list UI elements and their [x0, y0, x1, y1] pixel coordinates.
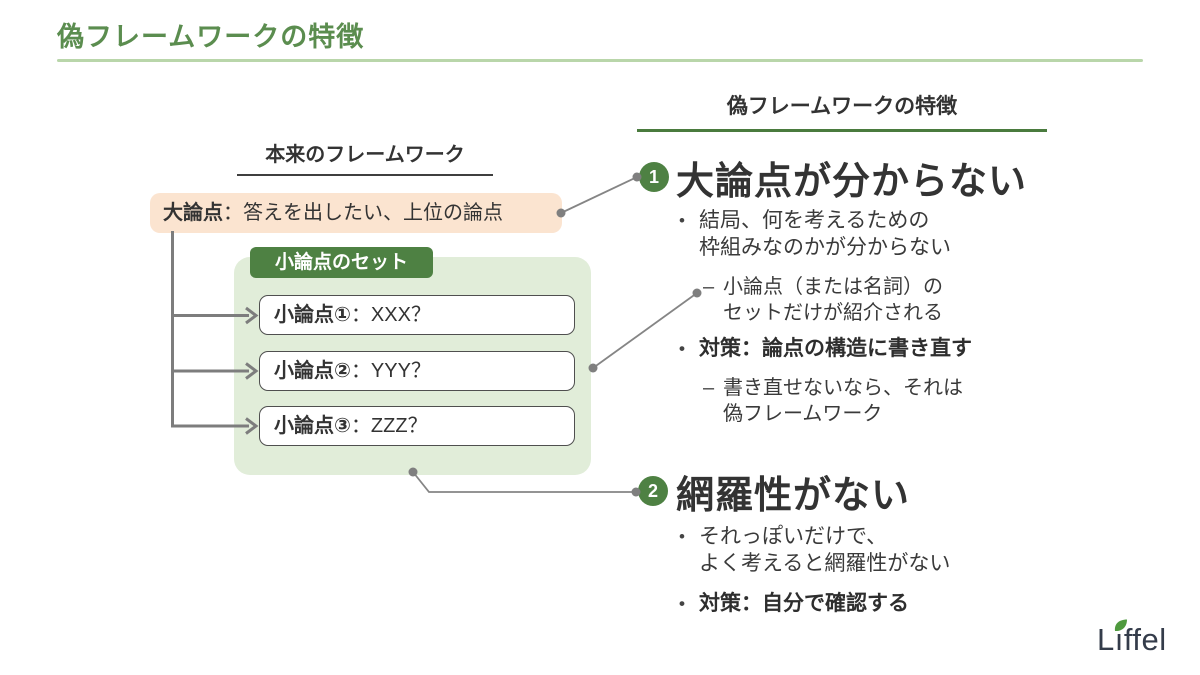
sub-issue-1-term: 小論点① — [274, 304, 351, 326]
bullet-line: 対策：論点の構造に書き直す — [699, 337, 972, 360]
dot-bullet-icon: • — [679, 339, 685, 358]
right-panel-heading: 偽フレームワークの特徴 — [637, 90, 1047, 132]
bullet-line: 書き直せないなら、それは — [723, 377, 963, 399]
dot-bullet-icon: • — [679, 594, 685, 613]
sub-issue-2-term: 小論点② — [274, 360, 351, 382]
feature-2-number-badge: 2 — [638, 476, 668, 506]
feature-1-number-badge: 1 — [639, 162, 669, 192]
feature-1-bullet-1: • 結局、何を考えるための 枠組みなのかが分からない — [679, 207, 1079, 261]
bullet-line: 偽フレームワーク — [723, 403, 883, 425]
dot-bullet-icon: • — [679, 211, 685, 230]
feature-2-bullet-list: • それっぽいだけで、 よく考えると網羅性がない • 対策：自分で確認する — [679, 523, 1079, 630]
original-framework-heading: 本来のフレームワーク — [237, 138, 493, 176]
main-issue-term: 大論点 — [163, 202, 223, 224]
bullet-line: 枠組みなのかが分からない — [699, 236, 951, 259]
liffel-logo: Lıffel — [1097, 622, 1167, 658]
bullet-line: よく考えると網羅性がない — [699, 552, 951, 575]
dash-bullet-icon: – — [703, 377, 715, 399]
feature-1-subbullet-2: – 書き直せないなら、それは 偽フレームワーク — [703, 375, 1079, 427]
feature-1-title: 大論点が分からない — [676, 161, 1028, 203]
feature-1-bullet-list: • 結局、何を考えるための 枠組みなのかが分からない – 小論点（または名詞）の… — [679, 207, 1079, 436]
sub-issue-1-box: 小論点①：XXX？ — [259, 295, 575, 335]
dot-bullet-icon: • — [679, 527, 685, 546]
bullet-line: 結局、何を考えるための — [699, 209, 930, 232]
feature-2-bullet-1: • それっぽいだけで、 よく考えると網羅性がない — [679, 523, 1079, 577]
bullet-line: それっぽいだけで、 — [699, 525, 888, 548]
feature-2-countermeasure: • 対策：自分で確認する — [679, 590, 1079, 617]
title-underline — [57, 59, 1143, 62]
sub-issue-3-box: 小論点③：ZZZ？ — [259, 406, 575, 446]
sub-issue-2-desc: ：YYY？ — [350, 360, 431, 382]
bullet-line: セットだけが紹介される — [723, 302, 943, 324]
feature-1-countermeasure: • 対策：論点の構造に書き直す — [679, 335, 1079, 362]
logo-letter-i: ı — [1114, 622, 1124, 657]
dash-bullet-icon: – — [703, 276, 715, 298]
feature-2-title: 網羅性がない — [676, 475, 911, 517]
leaf-icon — [1114, 619, 1127, 632]
feature-1-subbullet-1: – 小論点（または名詞）の セットだけが紹介される — [703, 274, 1079, 326]
bullet-line: 小論点（または名詞）の — [723, 276, 943, 298]
sub-issue-2-box: 小論点②：YYY？ — [259, 351, 575, 391]
sub-issue-3-desc: ：ZZZ？ — [350, 415, 428, 437]
logo-letters-rest: ffel — [1123, 622, 1167, 657]
logo-letter-l: L — [1097, 622, 1115, 657]
sub-issue-1-desc: ：XXX？ — [350, 304, 431, 326]
bullet-line: 対策：自分で確認する — [699, 592, 909, 615]
slide-title: 偽フレームワークの特徴 — [57, 22, 365, 52]
main-issue-box: 大論点：答えを出したい、上位の論点 — [150, 193, 562, 233]
main-issue-desc: ：答えを出したい、上位の論点 — [223, 202, 503, 224]
sub-issues-set-label: 小論点のセット — [250, 247, 433, 278]
sub-issue-3-term: 小論点③ — [274, 415, 351, 437]
